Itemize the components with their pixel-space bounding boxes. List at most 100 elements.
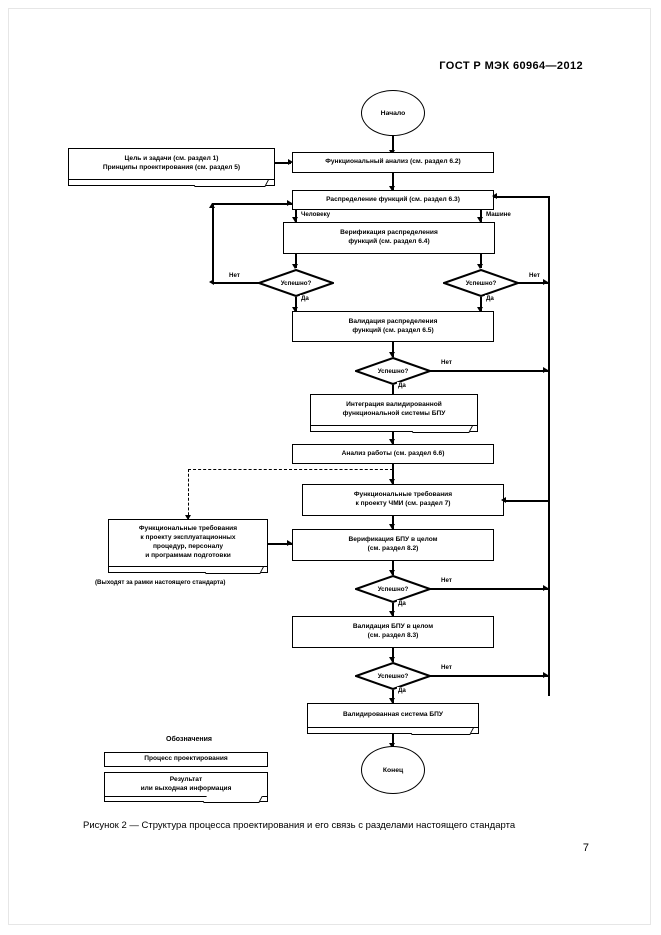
edge-allocation-human: [295, 210, 297, 222]
arrowhead-verify-whole-no: [543, 585, 548, 591]
goals-doc-tail: [68, 180, 275, 186]
arrowhead-validate-whole-yes: [389, 698, 395, 703]
arrowhead-validation-diamond: [389, 352, 395, 357]
edge-label-to-machine: Машине: [485, 211, 512, 218]
arrowhead-hmi-down: [389, 524, 395, 529]
node-goals: Цель и задачи (см. раздел 1) Принципы пр…: [68, 148, 275, 180]
edge-label-machine-yes: Да: [485, 295, 495, 302]
decision-human-success: Успешно?: [258, 269, 334, 297]
edge-validate-whole-yes: [392, 690, 394, 703]
edge-verify-to-diamond-human: [295, 254, 297, 268]
edge-human-no: [212, 282, 259, 284]
arrowhead-validation-no: [543, 367, 548, 373]
edge-label-human-yes: Да: [300, 295, 310, 302]
edge-work-to-hmi: [392, 464, 394, 484]
operational-doc-tail: [108, 567, 268, 573]
arrowhead-operational-right: [287, 540, 292, 546]
decision-verify-whole: Успешно?: [355, 575, 431, 603]
legend-result-box: Результат или выходная информация: [104, 772, 268, 797]
diamond-shape-icon: [355, 575, 431, 603]
node-hmi-requirements: Функциональные требования к проекту ЧМИ …: [302, 484, 504, 516]
arrowhead-analysis-down: [389, 186, 395, 191]
edge-validation-to-diamond: [392, 342, 394, 357]
legend-process-box: Процесс проектирования: [104, 752, 268, 767]
arrowhead-human-yes: [292, 307, 298, 312]
edge-human-no-up: [212, 203, 214, 283]
edge-label-validate-whole-no: Нет: [440, 664, 453, 671]
feedback-bus-right: [548, 196, 550, 696]
legend-title: Обозначения: [166, 736, 212, 743]
diamond-shape-icon: [355, 357, 431, 385]
decision-machine-success: Успешно?: [443, 269, 519, 297]
edge-human-yes: [295, 297, 297, 312]
node-verification-whole: Верификация БПУ в целом (см. раздел 8.2): [292, 529, 494, 561]
edge-label-validation-no: Нет: [440, 359, 453, 366]
edge-validation-whole-diamond: [392, 648, 394, 662]
edge-machine-no: [518, 282, 548, 284]
decision-machine-label: Успешно?: [465, 279, 497, 287]
feedback-bus-to-hmi: [504, 500, 550, 502]
feedback-bus-top: [494, 196, 550, 198]
arrowhead-verify-whole-yes: [389, 611, 395, 616]
node-functional-analysis: Функциональный анализ (см. раздел 6.2): [292, 152, 494, 173]
arrowhead-machine-no-right: [543, 279, 548, 285]
edge-goals-to-analysis: [275, 162, 291, 164]
arrowhead-validation-whole: [389, 657, 395, 662]
page-number: 7: [582, 842, 589, 854]
arrowhead-diamond-human: [292, 264, 298, 269]
edge-verify-whole-yes: [392, 603, 394, 616]
decision-validation-label: Успешно?: [377, 367, 409, 375]
arrowhead-machine-yes: [477, 307, 483, 312]
edge-human-no-back: [212, 203, 292, 205]
arrowhead-bus-to-allocation: [492, 193, 497, 199]
arrowhead-work-down: [389, 479, 395, 484]
diamond-shape-icon: [355, 662, 431, 690]
node-validation-allocation: Валидация распределения функций (см. раз…: [292, 311, 494, 342]
edge-hmi-to-verify: [392, 516, 394, 529]
decision-verify-whole-label: Успешно?: [377, 585, 409, 593]
edge-label-verify-whole-yes: Да: [397, 600, 407, 607]
arrowhead-validated-down: [389, 743, 395, 748]
arrowhead-human-no-left: [209, 279, 214, 285]
edge-start-to-analysis: [392, 136, 394, 154]
integration-doc-tail: [310, 426, 478, 432]
arrowhead-human-down: [292, 217, 298, 222]
arrowhead-bus-to-hmi: [501, 497, 506, 503]
edge-verify-to-diamond-machine: [480, 254, 482, 268]
arrowhead-human-no-up: [209, 203, 215, 208]
node-integration: Интеграция валидированной функциональной…: [310, 394, 478, 426]
dashed-branch-vertical: [188, 469, 189, 520]
arrowhead-integration-down: [389, 439, 395, 444]
decision-validate-whole-label: Успешно?: [377, 672, 409, 680]
node-end: Конец: [361, 746, 425, 794]
edge-operational-to-verify: [268, 543, 292, 545]
arrowhead-human-no-right: [287, 200, 292, 206]
legend-result-doc-tail: [104, 797, 268, 802]
page-frame: [8, 8, 651, 925]
node-work-analysis: Анализ работы (см. раздел 6.6): [292, 444, 494, 464]
validated-doc-tail: [307, 728, 479, 734]
edge-label-validate-whole-yes: Да: [397, 687, 407, 694]
decision-validate-whole: Успешно?: [355, 662, 431, 690]
standard-header: ГОСТ Р МЭК 60964—2012: [439, 60, 583, 72]
node-validation-whole: Валидация БПУ в целом (см. раздел 8.3): [292, 616, 494, 648]
node-function-allocation: Распределение функций (см. раздел 6.3): [292, 190, 494, 210]
node-operational-requirements: Функциональные требования к проекту эксп…: [108, 519, 268, 567]
edge-machine-yes: [480, 297, 482, 312]
arrowhead-dashed-down: [185, 515, 191, 520]
edge-verify-whole-diamond: [392, 561, 394, 575]
edge-validation-yes: [392, 385, 394, 399]
edge-label-verify-whole-no: Нет: [440, 577, 453, 584]
edge-integration-to-work: [392, 432, 394, 444]
arrowhead-machine-down: [477, 217, 483, 222]
node-verification-allocation: Верификация распределения функций (см. р…: [283, 222, 495, 254]
node-validated-system: Валидированная система БПУ: [307, 703, 479, 728]
arrowhead-diamond-machine: [477, 264, 483, 269]
arrowhead-verify-whole: [389, 570, 395, 575]
edge-allocation-machine: [480, 210, 482, 222]
arrowhead-goals-right: [288, 159, 293, 165]
edge-validation-no: [430, 370, 548, 372]
diamond-shape-icon: [258, 269, 334, 297]
edge-label-to-human: Человеку: [300, 211, 332, 218]
